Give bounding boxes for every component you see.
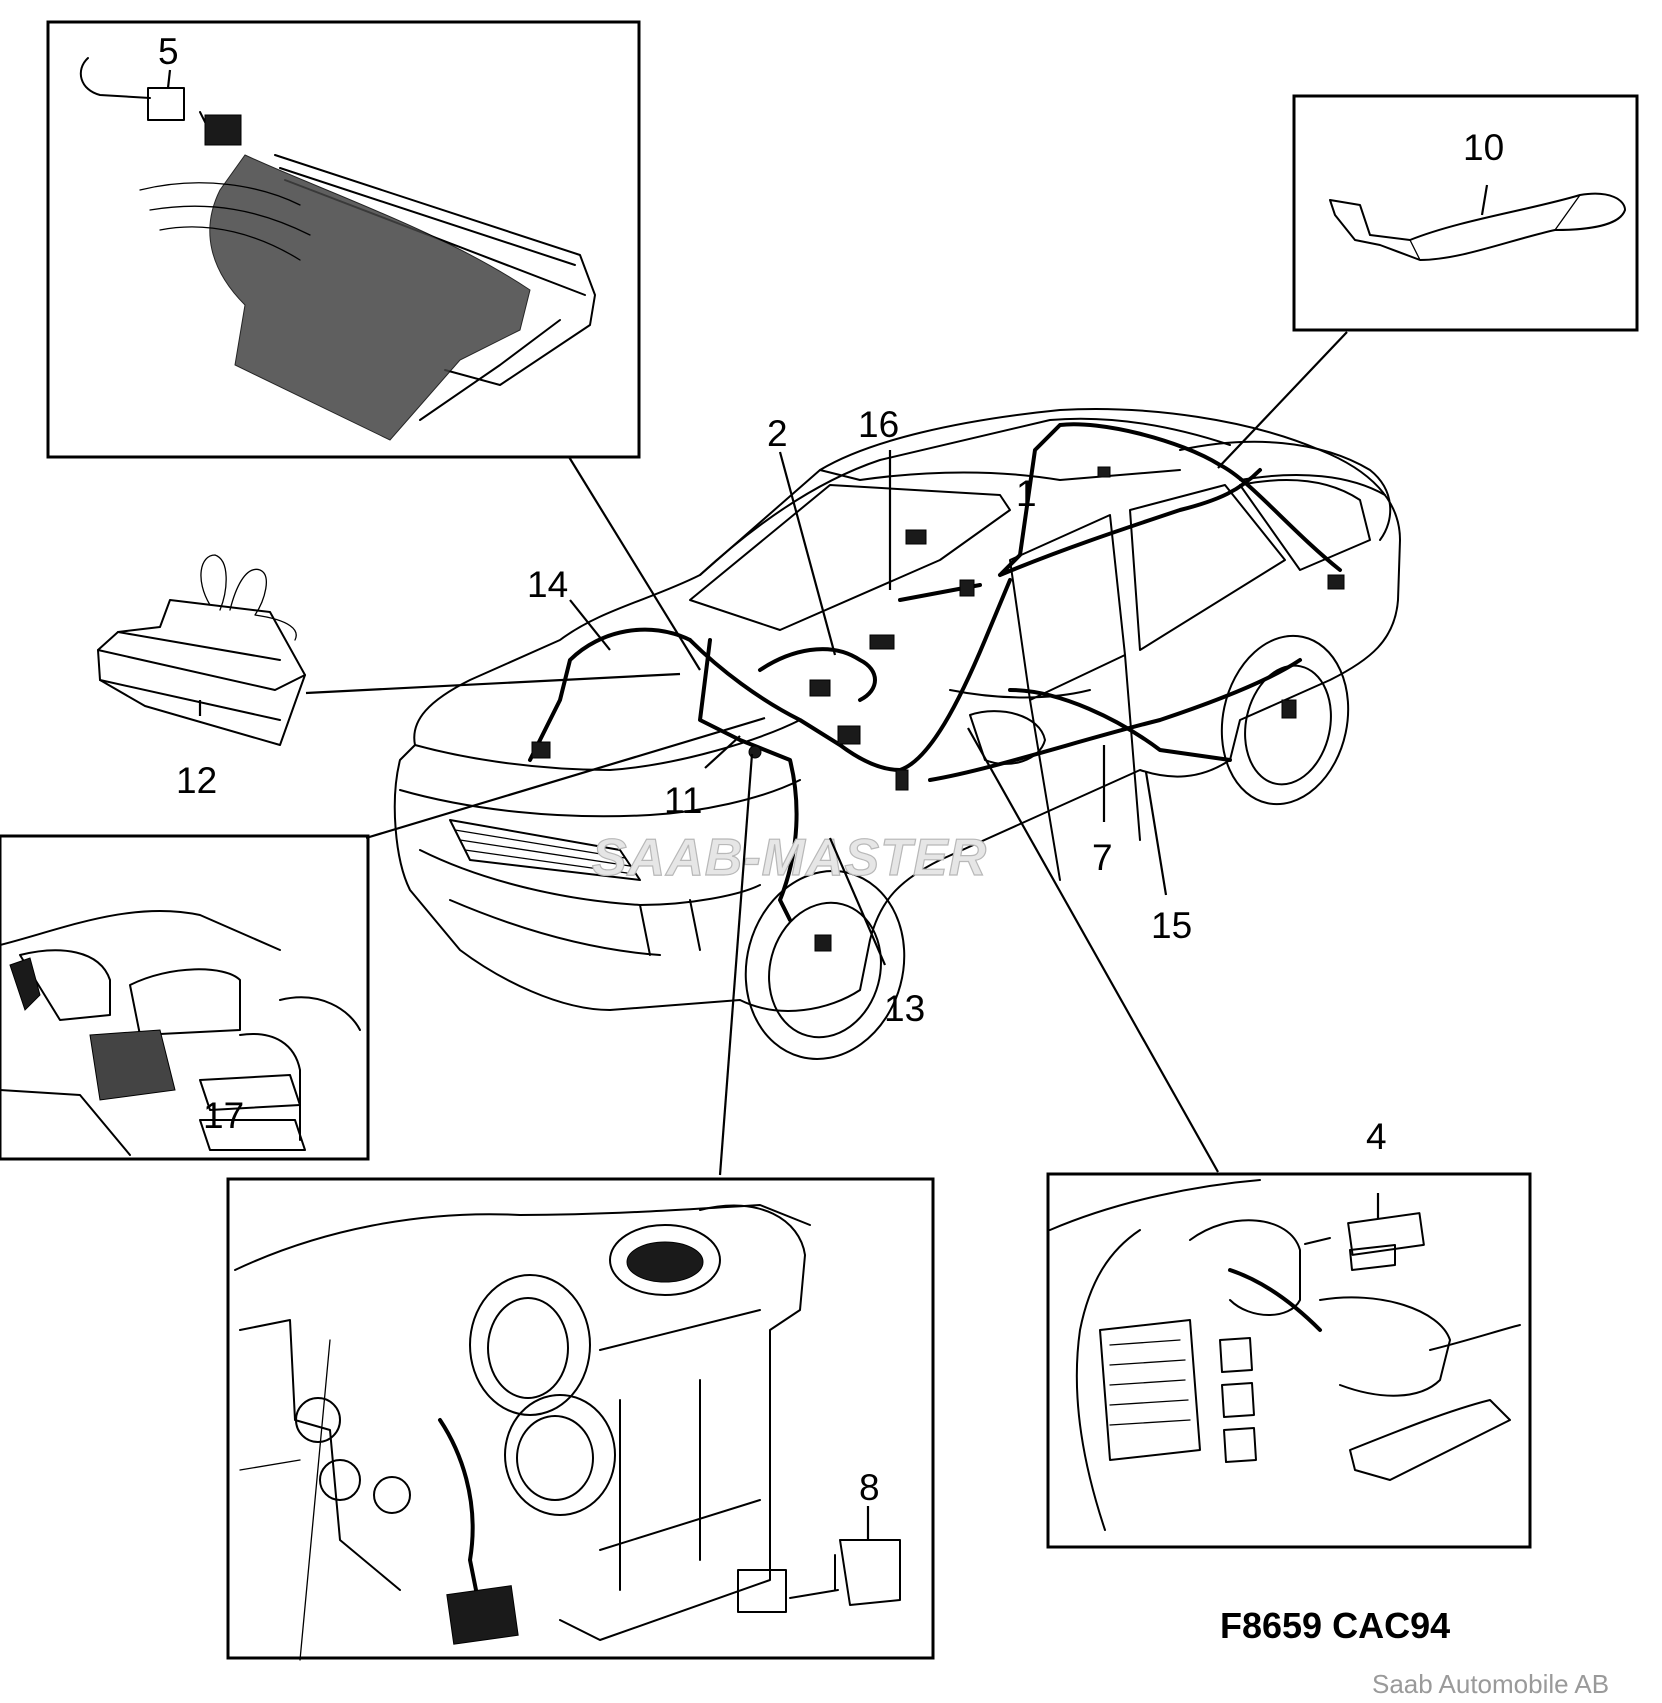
part-12-illustration xyxy=(97,554,306,746)
inset-10-top-right xyxy=(1292,94,1639,332)
callout-15: 15 xyxy=(1151,905,1192,946)
callout-10: 10 xyxy=(1463,127,1504,168)
callout-2: 2 xyxy=(767,413,788,454)
inset-4-fuse-panel xyxy=(1046,1172,1532,1549)
inset-5-top-left xyxy=(46,20,641,459)
callout-12: 12 xyxy=(176,760,217,801)
callout-17: 17 xyxy=(203,1095,244,1136)
leader-lines xyxy=(166,69,1489,1540)
callout-5: 5 xyxy=(158,31,179,72)
watermark: SAAB-MASTER xyxy=(592,829,987,887)
main-harness-routing xyxy=(528,422,1345,952)
callout-11: 11 xyxy=(664,780,702,821)
car-illustration xyxy=(393,408,1401,1060)
callout-8: 8 xyxy=(859,1467,880,1508)
copyright-credit: Saab Automobile AB xyxy=(1372,1669,1609,1699)
inset-8-heater-unit xyxy=(226,1177,935,1661)
callout-7: 7 xyxy=(1092,837,1113,878)
callout-labels: 5 10 2 16 1 14 12 11 7 15 13 17 4 8 xyxy=(158,31,1504,1508)
callout-4: 4 xyxy=(1366,1116,1387,1157)
callout-1: 1 xyxy=(1016,473,1037,514)
part-number-code: F8659 CAC94 xyxy=(1220,1605,1450,1646)
inset-17-dashboard xyxy=(0,834,370,1161)
callout-16: 16 xyxy=(858,404,899,445)
callout-14: 14 xyxy=(527,564,568,605)
callout-13: 13 xyxy=(884,988,925,1029)
